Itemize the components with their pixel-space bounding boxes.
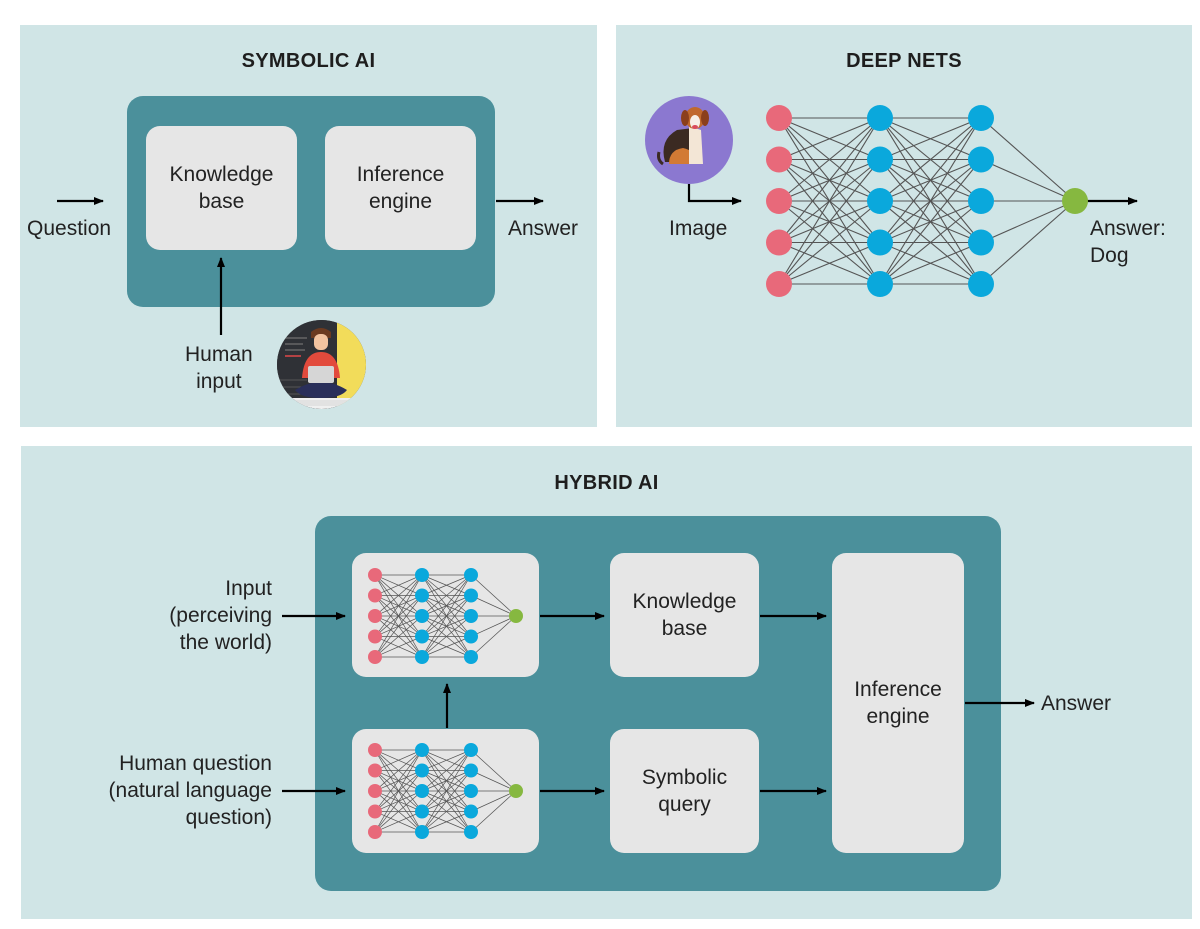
hybrid-input-label: Input (perceiving the world)	[169, 577, 272, 654]
hybrid-ai-title: HYBRID AI	[554, 472, 659, 494]
hybrid-symbolic-query-box: Symbolic query	[610, 729, 759, 853]
person-with-laptop-icon	[277, 320, 366, 409]
symbolic-knowledge-base-box: Knowledge base	[146, 126, 297, 250]
hybrid-language-net-box	[352, 729, 539, 853]
symbolic-question-label: Question	[27, 217, 112, 240]
symbolic-human-input-label: Human input	[185, 343, 253, 393]
hybrid-knowledge-base-box: Knowledge base	[610, 553, 759, 677]
deep-nets-title: DEEP NETS	[846, 50, 962, 72]
deep-nets-image-label: Image	[669, 217, 728, 240]
symbolic-answer-label: Answer	[508, 217, 579, 240]
hybrid-human-question-label: Human question (natural language questio…	[108, 752, 272, 829]
symbolic-inference-engine-box: Inference engine	[325, 126, 476, 250]
hybrid-answer-label: Answer	[1041, 692, 1112, 715]
hybrid-perception-net-box	[352, 553, 539, 677]
symbolic-ai-title: SYMBOLIC AI	[241, 50, 376, 72]
dog-icon	[645, 96, 733, 184]
deep-nets-answer-label: Answer: Dog	[1090, 217, 1166, 267]
hybrid-inference-engine-box: Inference engine	[832, 553, 964, 853]
